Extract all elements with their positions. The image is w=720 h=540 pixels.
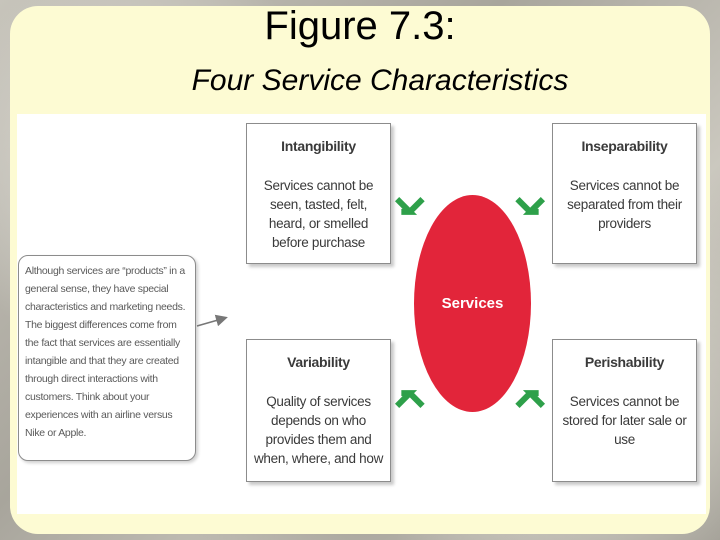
explanation-note: Although services are “products” in a ge… — [18, 255, 196, 461]
box-perishability-heading: Perishability — [584, 354, 665, 370]
services-center-label: Services — [441, 295, 504, 312]
box-variability-heading: Variability — [287, 354, 350, 370]
box-perishability-body: Services cannot be stored for later sale… — [562, 394, 687, 447]
arrows-layer — [196, 196, 546, 409]
box-intangibility-heading: Intangibility — [281, 138, 356, 154]
box-variability-body: Quality of services depends on who provi… — [253, 394, 384, 466]
arrow-perishability-icon — [515, 390, 546, 409]
service-characteristics-figure: Although services are “products” in a ge… — [17, 114, 706, 514]
box-inseparability: Inseparability Services cannot be separa… — [552, 123, 697, 264]
box-intangibility: Intangibility Services cannot be seen, t… — [246, 123, 391, 264]
slide-subtitle: Four Service Characteristics — [191, 64, 569, 97]
note-pointer-arrow — [196, 314, 228, 327]
box-inseparability-body: Services cannot be separated from their … — [567, 178, 682, 231]
box-intangibility-body: Services cannot be seen, tasted, felt, h… — [263, 178, 374, 250]
services-center-circle: Services — [414, 195, 531, 412]
box-perishability: Perishability Services cannot be stored … — [552, 339, 697, 482]
slide-title: Figure 7.3: — [264, 4, 456, 48]
explanation-note-text: Although services are “products” in a ge… — [25, 265, 186, 439]
arrow-inseparability-icon — [515, 196, 546, 215]
box-variability: Variability Quality of services depends … — [246, 339, 391, 482]
box-inseparability-heading: Inseparability — [581, 138, 668, 154]
arrow-variability-icon — [394, 390, 425, 409]
arrow-intangibility-icon — [394, 196, 425, 215]
